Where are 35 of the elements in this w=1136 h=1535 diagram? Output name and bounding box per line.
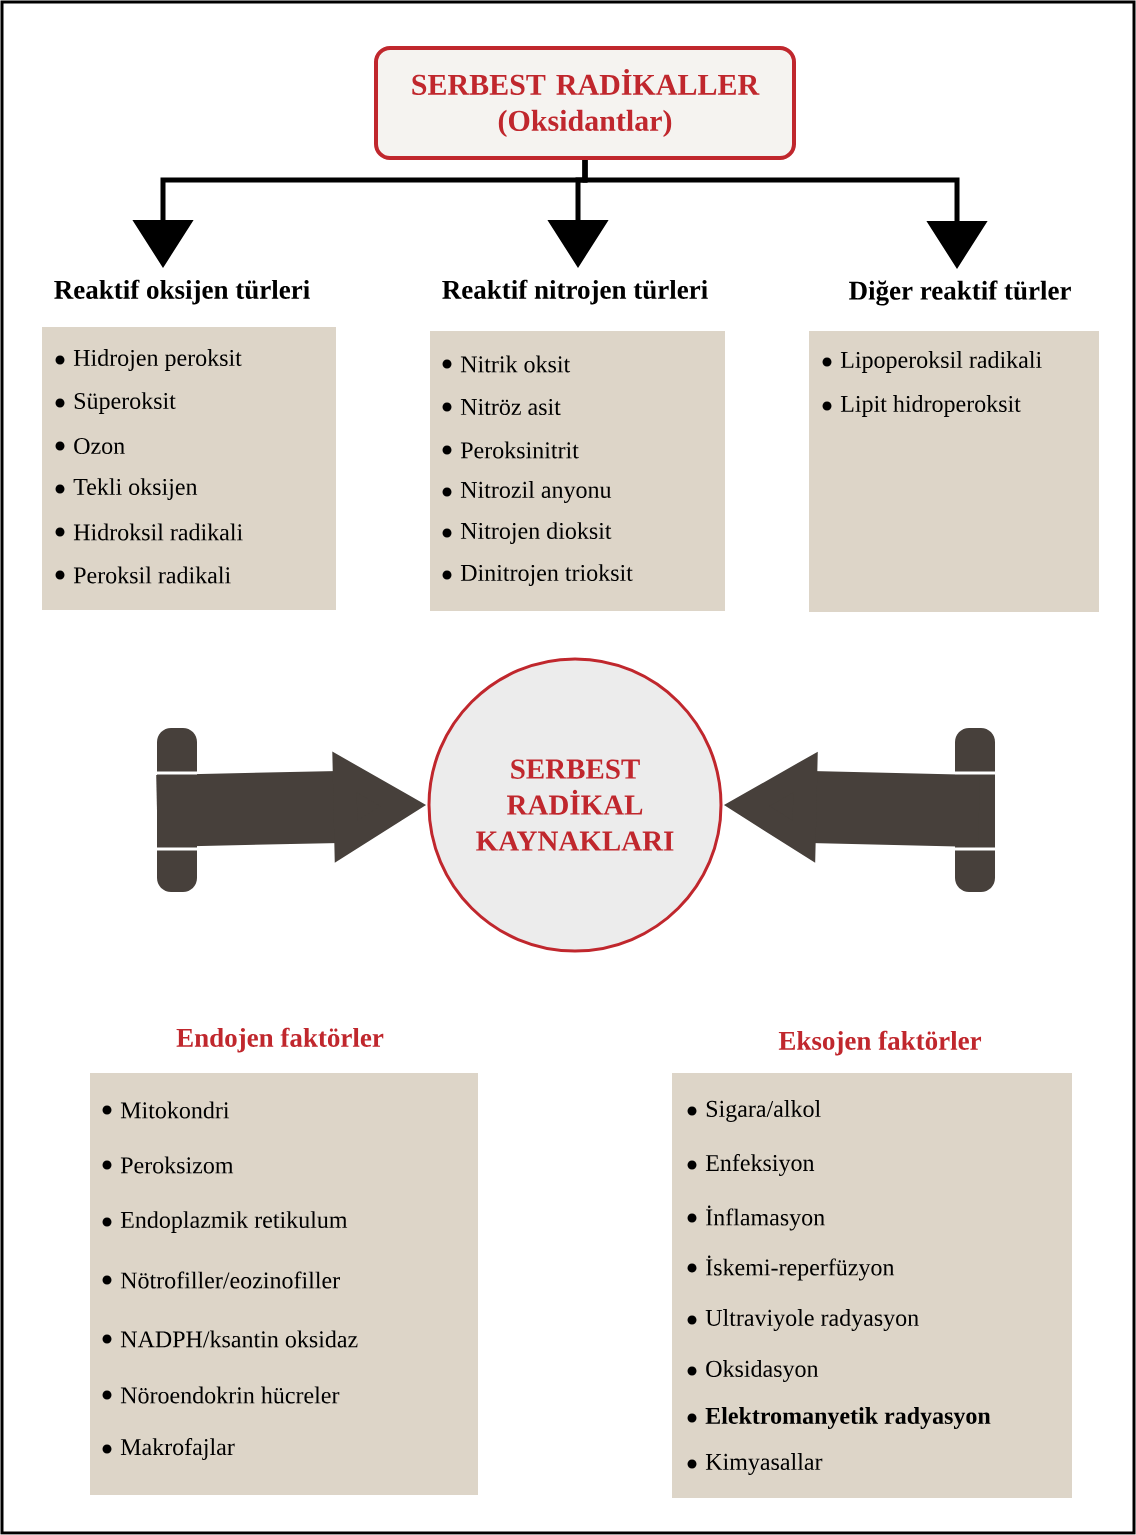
list-item: Nötrofiller/eozinofiller xyxy=(120,1271,340,1289)
list-item: Ultraviyole radyasyon xyxy=(705,1309,919,1331)
list-item: Elektromanyetik radyasyon xyxy=(705,1407,991,1429)
list-item: Hidroksil radikali xyxy=(73,523,243,541)
title-box: SERBEST RADİKALLER (Oksidantlar) xyxy=(374,46,796,160)
list-item: Makrofajlar xyxy=(120,1438,235,1461)
list-item: Peroksinitrit xyxy=(460,441,579,459)
list-item: Süperoksit xyxy=(74,392,176,414)
list-item: NADPH/ksantin oksidaz xyxy=(120,1330,358,1348)
list-item: Oksidasyon xyxy=(706,1360,819,1382)
list-heading: Diğer reaktif türler xyxy=(849,280,1071,306)
list-item: Enfeksiyon xyxy=(705,1154,815,1177)
list-item: Nitrojen dioksit xyxy=(460,522,612,544)
list-item: İnflamasyon xyxy=(706,1205,825,1231)
list-heading: Endojen faktörler xyxy=(176,1027,384,1053)
list-item: Nitröz asit xyxy=(460,398,561,416)
list-item: Tekli oksijen xyxy=(73,478,198,500)
list-item: Lipoperoksil radikali xyxy=(840,351,1042,373)
list-heading: Reaktif oksijen türleri xyxy=(54,279,310,305)
list-item: Dinitrojen trioksit xyxy=(460,564,633,586)
list-item: Nitrozil anyonu xyxy=(460,481,612,503)
list-item: Mitokondri xyxy=(120,1101,230,1119)
list-heading: Eksojen faktörler xyxy=(778,1030,982,1056)
list-item: Hidrojen peroksit xyxy=(73,349,242,371)
list-item: Kimyasallar xyxy=(705,1453,823,1475)
list-item: Lipit hidroperoksit xyxy=(840,395,1021,417)
list-item: Peroksizom xyxy=(120,1156,234,1174)
list-item: İskemi-reperfüzyon xyxy=(706,1255,895,1281)
list-item: Ozon xyxy=(74,437,125,455)
list-item: Endoplazmik retikulum xyxy=(120,1211,348,1233)
list-item: Nöroendokrin hücreler xyxy=(120,1386,340,1404)
list-item: Sigara/alkol xyxy=(706,1100,821,1122)
list-item: Nitrik oksit xyxy=(460,355,571,373)
list-heading: Reaktif nitrojen türleri xyxy=(442,279,708,305)
list-item: Peroksil radikali xyxy=(73,566,231,584)
